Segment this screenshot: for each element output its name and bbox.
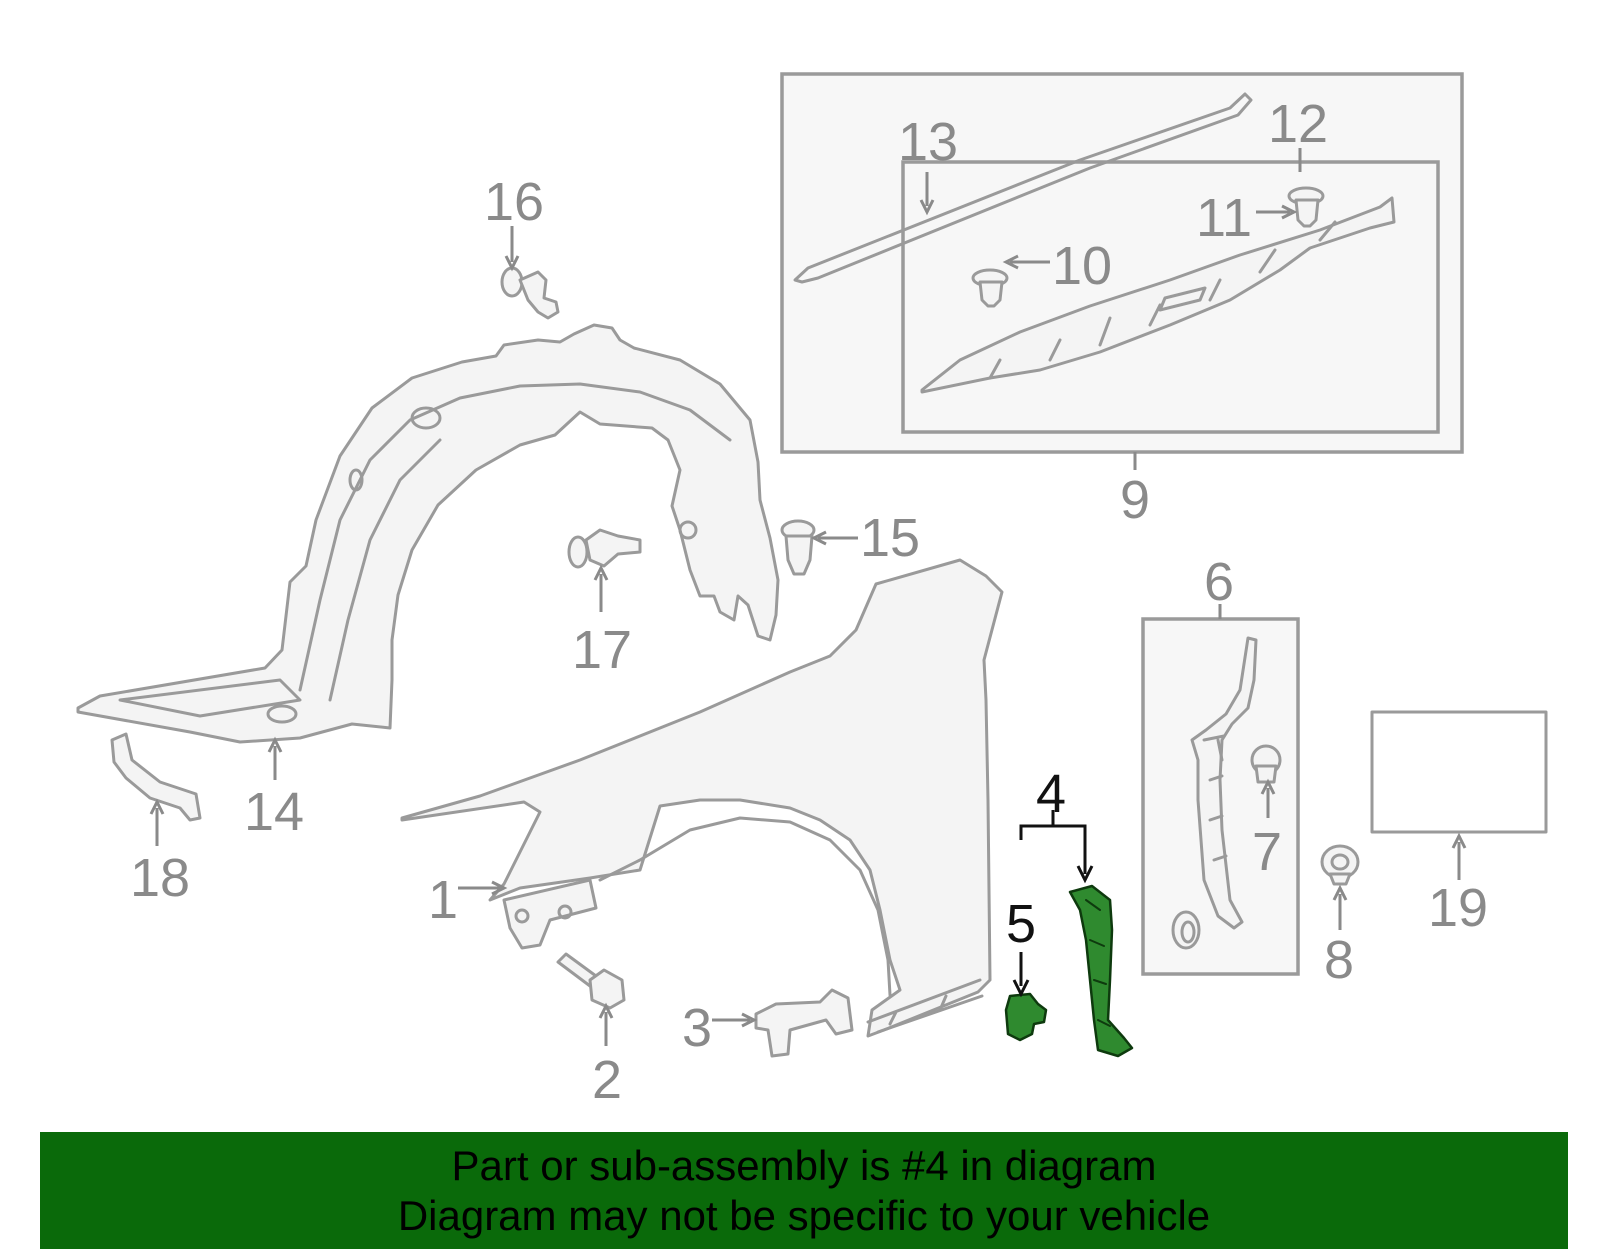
fender-wheel-arch (598, 816, 892, 997)
fender-hole-b (557, 904, 573, 920)
callout-10: 10 (1052, 236, 1112, 296)
fender-hole-a (514, 908, 530, 924)
arrow-4 (1076, 865, 1094, 884)
callout-1: 1 (428, 870, 458, 930)
part-14-fender-liner[interactable] (76, 323, 780, 744)
callout-11: 11 (1196, 188, 1252, 248)
callout-3: 3 (682, 998, 712, 1058)
part-19-label[interactable] (1370, 710, 1548, 834)
arrow-1 (491, 880, 508, 896)
arrow-15 (810, 530, 827, 546)
part-16-clip[interactable] (500, 266, 560, 320)
part-18-bracket[interactable] (110, 732, 202, 822)
arrow-16 (504, 255, 520, 272)
fender-front-bracket (502, 878, 598, 950)
arrow-19 (1451, 832, 1467, 849)
part-4-bracket[interactable] (1068, 884, 1134, 1058)
part-7-clip[interactable] (1250, 744, 1282, 784)
part-17-clip[interactable] (567, 528, 642, 569)
assembly-box-6 (1141, 604, 1300, 976)
part-11-clip[interactable] (1287, 186, 1325, 228)
callout-6: 6 (1204, 552, 1234, 612)
callout-19: 19 (1428, 878, 1488, 938)
callout-4: 4 (1036, 764, 1066, 824)
callout-7: 7 (1252, 822, 1282, 882)
part-1-fender[interactable] (400, 558, 1004, 1038)
banner-line-part-number: Part or sub-assembly is #4 in diagram (451, 1141, 1157, 1189)
info-banner: Part or sub-assembly is #4 in diagram Di… (40, 1132, 1568, 1249)
callout-2: 2 (592, 1050, 622, 1110)
part-2-bolt[interactable] (556, 952, 626, 1010)
callout-14: 14 (244, 782, 304, 842)
part-4-ribs (1085, 899, 1111, 1027)
assembly-box-9 (780, 72, 1464, 470)
part-8-clip[interactable] (1320, 844, 1360, 886)
arrow-3 (741, 1012, 758, 1028)
callout-13: 13 (898, 112, 958, 172)
arrow-11 (1281, 204, 1298, 220)
part-3-bracket[interactable] (754, 988, 854, 1058)
fender-rear-edge (866, 978, 984, 1034)
part-10-clip[interactable] (971, 268, 1009, 308)
arrow-5 (1012, 979, 1030, 998)
callout-9: 9 (1120, 470, 1150, 530)
arrow-7 (1260, 778, 1276, 795)
arrow-13 (919, 199, 935, 216)
callout-15: 15 (860, 508, 920, 568)
callout-17: 17 (572, 620, 632, 680)
part-5-clip[interactable] (1004, 992, 1048, 1042)
banner-line-disclaimer: Diagram may not be specific to your vehi… (397, 1191, 1211, 1239)
callout-12: 12 (1268, 94, 1328, 154)
arrow-8 (1332, 884, 1348, 901)
arrow-18 (149, 798, 165, 815)
arrow-2 (598, 1002, 614, 1019)
callout-16: 16 (484, 172, 544, 232)
arrow-14 (267, 736, 283, 753)
callout-18: 18 (130, 848, 190, 908)
callout-8: 8 (1324, 930, 1354, 990)
part-13-weatherstrip[interactable] (793, 92, 1253, 284)
liner-inner-lines (118, 382, 732, 724)
seal-panel[interactable] (920, 196, 1396, 394)
part-15-clip[interactable] (780, 519, 816, 576)
arrow-10 (1002, 254, 1019, 270)
callout-5: 5 (1006, 894, 1036, 954)
seal-panel-ribs (988, 220, 1337, 380)
arrow-17 (593, 564, 609, 581)
brace-ribs (1202, 734, 1228, 862)
part-6-brace[interactable] (1190, 636, 1258, 930)
leader-4-bracket (1019, 824, 1087, 874)
grommet-hole (1180, 920, 1196, 944)
